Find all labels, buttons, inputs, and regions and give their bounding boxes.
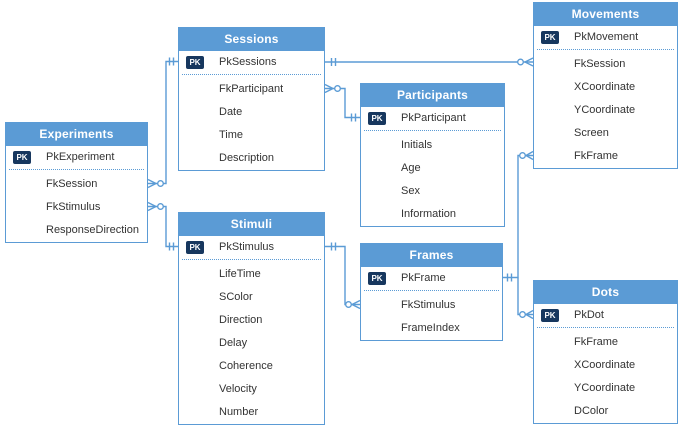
pk-separator — [182, 259, 321, 263]
pk-separator — [537, 49, 674, 53]
pk-field-name: PkExperiment — [46, 151, 115, 163]
pk-row: PK PkSessions — [179, 51, 324, 74]
pk-row: PK PkStimulus — [179, 236, 324, 259]
pk-separator — [537, 327, 674, 331]
pk-row: PK PkMovement — [534, 26, 677, 49]
pk-row: PK PkExperiment — [6, 146, 147, 169]
table-header-frames[interactable]: Frames — [361, 244, 502, 267]
pk-badge: PK — [186, 241, 204, 254]
table-field-row: FkFrame — [574, 150, 618, 162]
pk-field-name: PkStimulus — [219, 241, 275, 253]
pk-separator — [364, 290, 499, 294]
table-field-row: FkStimulus — [46, 201, 101, 213]
table-field-row: FkFrame — [574, 336, 618, 348]
table-header-experiments[interactable]: Experiments — [6, 123, 147, 146]
table-field-row: Description — [219, 152, 275, 164]
pk-row: PK PkDot — [534, 304, 677, 327]
rel-frames-dots[interactable] — [517, 277, 534, 320]
table-field-row: LifeTime — [219, 268, 261, 280]
table-field-row: Velocity — [219, 383, 257, 395]
pk-field-name: PkSessions — [219, 56, 277, 68]
pk-field-name: PkParticipant — [401, 112, 466, 124]
pk-separator — [182, 74, 321, 78]
table-field-row: SColor — [219, 291, 253, 303]
rel-sessions-movements[interactable] — [325, 57, 534, 67]
table-field-row: Date — [219, 106, 243, 118]
rel-experiments-stimuli[interactable] — [147, 201, 178, 251]
table-field-row: XCoordinate — [574, 359, 636, 371]
rel-sessions-participants[interactable] — [324, 83, 360, 122]
table-field-row: FkStimulus — [401, 299, 456, 311]
table-field-row: FkParticipant — [219, 83, 284, 95]
rel-experiments-sessions[interactable] — [147, 57, 178, 189]
pk-badge: PK — [13, 151, 31, 164]
table-field-row: XCoordinate — [574, 81, 636, 93]
table-field-row: FkSession — [574, 58, 626, 70]
pk-badge: PK — [368, 112, 386, 125]
table-field-row: Delay — [219, 337, 248, 349]
pk-separator — [364, 130, 501, 134]
table-field-row: ResponseDirection — [46, 224, 139, 236]
table-header-sessions[interactable]: Sessions — [179, 28, 324, 51]
table-field-row: YCoordinate — [574, 104, 636, 116]
table-header-dots[interactable]: Dots — [534, 281, 677, 304]
table-header-stimuli[interactable]: Stimuli — [179, 213, 324, 236]
table-field-row: Number — [219, 406, 259, 418]
pk-row: PK PkParticipant — [361, 107, 504, 130]
table-field-row: FkSession — [46, 178, 98, 190]
table-field-row: Coherence — [219, 360, 273, 372]
table-field-row: Direction — [219, 314, 263, 326]
table-field-row: Information — [401, 208, 457, 220]
pk-field-name: PkMovement — [574, 31, 639, 43]
table-field-row: Initials — [401, 139, 433, 151]
pk-field-name: PkDot — [574, 309, 604, 321]
pk-badge: PK — [541, 31, 559, 44]
pk-badge: PK — [541, 309, 559, 322]
table-field-row: Age — [401, 162, 421, 174]
table-header-participants[interactable]: Participants — [361, 84, 504, 107]
table-field-row: Sex — [401, 185, 420, 197]
table-field-row: YCoordinate — [574, 382, 636, 394]
pk-badge: PK — [186, 56, 204, 69]
pk-separator — [9, 169, 144, 173]
pk-badge: PK — [368, 272, 386, 285]
table-field-row: Screen — [574, 127, 609, 139]
table-field-row: FrameIndex — [401, 322, 460, 334]
rel-stimuli-frames[interactable] — [325, 242, 361, 310]
rel-frames-movements[interactable] — [503, 150, 534, 282]
pk-field-name: PkFrame — [401, 272, 446, 284]
pk-row: PK PkFrame — [361, 267, 502, 290]
table-field-row: DColor — [574, 405, 609, 417]
table-header-movements[interactable]: Movements — [534, 3, 677, 26]
table-field-row: Time — [219, 129, 244, 141]
